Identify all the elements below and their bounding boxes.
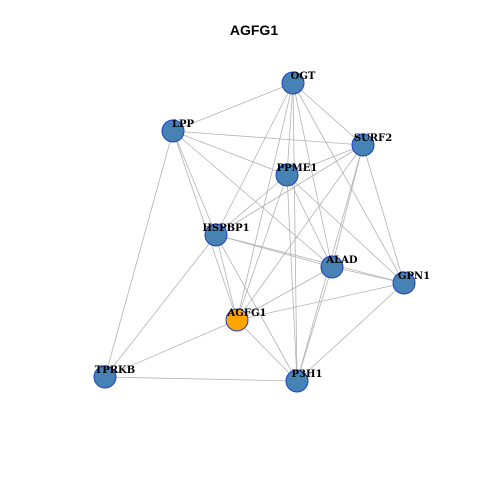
edge-surf2-ppme1: [286, 144, 364, 176]
edge-ogt-gpn1: [292, 82, 405, 284]
node-gpn1[interactable]: [392, 271, 416, 295]
edge-hspbp1-p3h1: [215, 234, 298, 382]
node-label-ppme1: PPME1: [277, 163, 318, 174]
edge-lpp-ppme1: [172, 130, 288, 176]
edge-hspbp1-gpn1: [215, 234, 405, 284]
node-label-alad: ALAD: [325, 255, 358, 266]
edge-surf2-agfg1: [236, 144, 364, 321]
edge-alad-agfg1: [236, 266, 333, 321]
edge-lpp-alad: [172, 130, 333, 268]
node-alad[interactable]: [320, 255, 344, 279]
edge-agfg1-p3h1: [236, 319, 298, 382]
edge-gpn1-agfg1: [236, 282, 405, 321]
node-label-ogt: OGT: [291, 71, 316, 82]
node-label-tprkb: TPRKB: [95, 365, 135, 376]
edge-ogt-surf2: [292, 82, 364, 146]
edge-alad-gpn1: [331, 266, 405, 284]
plot-title: AGFG1: [230, 22, 278, 38]
node-tprkb[interactable]: [93, 365, 117, 389]
edge-lpp-surf2: [172, 130, 364, 146]
edge-alad-p3h1: [296, 266, 333, 382]
edge-ogt-alad: [292, 82, 333, 268]
edge-layer: [104, 82, 405, 382]
edge-surf2-alad: [331, 144, 364, 268]
node-label-lpp: LPP: [172, 119, 195, 130]
edge-lpp-agfg1: [172, 130, 238, 321]
edge-ppme1-p3h1: [286, 174, 298, 382]
edge-hspbp1-tprkb: [104, 234, 217, 378]
node-ogt[interactable]: [281, 71, 305, 95]
edge-surf2-hspbp1: [215, 144, 364, 236]
edge-ppme1-gpn1: [286, 174, 405, 284]
node-label-gpn1: GPN1: [398, 271, 430, 282]
node-surf2[interactable]: [351, 133, 375, 157]
node-label-hspbp1: HSPBP1: [202, 223, 249, 234]
edge-gpn1-p3h1: [296, 282, 405, 382]
node-label-p3h1: P3H1: [292, 369, 323, 380]
edge-surf2-gpn1: [362, 144, 405, 284]
edge-lpp-hspbp1: [172, 130, 217, 236]
edge-agfg1-tprkb: [104, 319, 238, 378]
edge-ogt-hspbp1: [215, 82, 294, 236]
node-ppme1[interactable]: [275, 163, 299, 187]
node-label-agfg1: AGFG1: [227, 308, 267, 319]
edge-hspbp1-agfg1: [215, 234, 238, 321]
node-hspbp1[interactable]: [204, 223, 228, 247]
edge-ogt-lpp: [172, 82, 294, 132]
edge-ogt-ppme1: [286, 82, 294, 176]
node-p3h1[interactable]: [285, 369, 309, 393]
edge-ogt-p3h1: [292, 82, 298, 382]
edge-ogt-agfg1: [236, 82, 294, 321]
edge-ppme1-hspbp1: [215, 174, 288, 236]
edge-lpp-tprkb: [104, 130, 174, 378]
node-agfg1[interactable]: [225, 308, 249, 332]
edge-tprkb-p3h1: [104, 376, 298, 382]
node-layer: [93, 71, 416, 393]
node-label-surf2: SURF2: [354, 133, 392, 144]
node-lpp[interactable]: [161, 119, 185, 143]
edge-ppme1-alad: [286, 174, 333, 268]
